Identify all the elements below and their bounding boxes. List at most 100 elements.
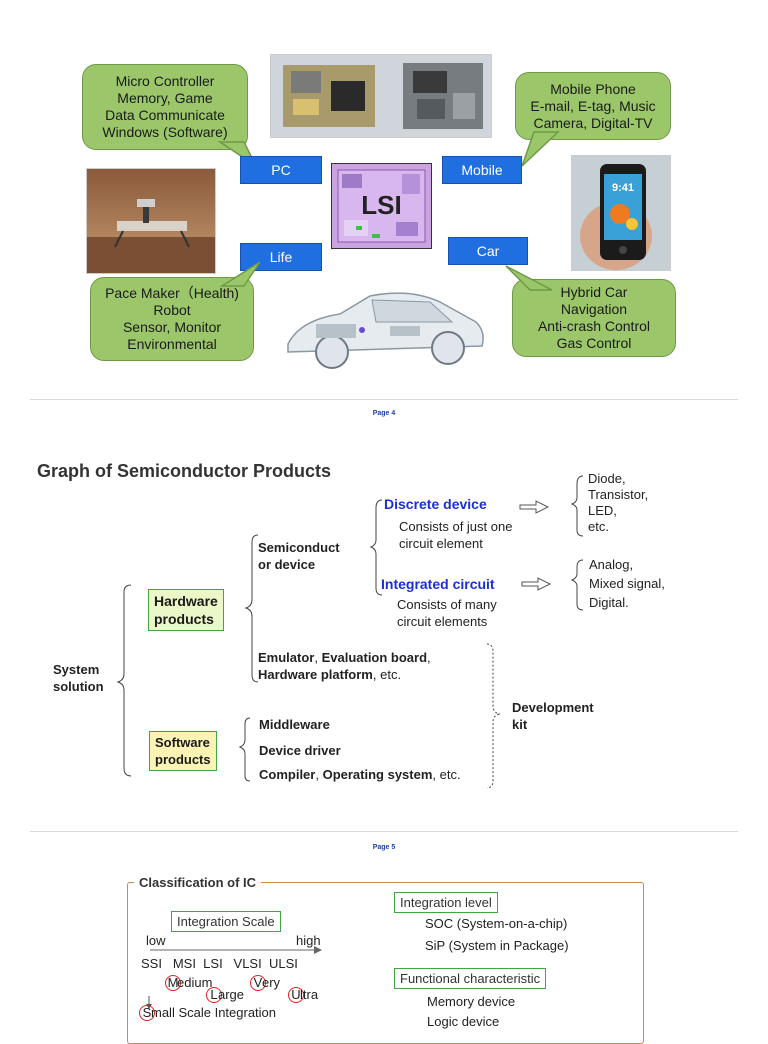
lsi-label: LSI [361, 190, 402, 220]
hardware-products-line: products [154, 611, 214, 627]
discrete-item: Diode, [588, 471, 626, 486]
development-kit-label: Development kit [512, 699, 594, 733]
hardware-tools-line: Hardware platform, etc. [258, 666, 431, 683]
development-kit-line: Development [512, 700, 594, 715]
scale-arrow [150, 946, 322, 954]
pc-tag: PC [240, 156, 322, 184]
life-bubble-tail [219, 261, 261, 287]
mobile-line: Camera, Digital-TV [533, 114, 653, 131]
phone-time: 9:41 [612, 182, 635, 194]
software-products-line: products [155, 752, 211, 767]
integration-level-box: Integration level [394, 892, 498, 913]
memory-device-text: Memory device [427, 994, 516, 1009]
hardware-tools-line: Emulator, Evaluation board, [258, 649, 431, 666]
integrated-description-line: Consists of many [397, 597, 497, 612]
classification-title: Classification of IC [134, 874, 262, 891]
high-label: high [296, 933, 321, 948]
sip-text: SiP (System in Package) [425, 938, 569, 953]
medium-rest: edium [177, 975, 213, 990]
divider [30, 831, 738, 832]
discrete-item: etc. [588, 519, 609, 534]
life-line: Sensor, Monitor [122, 319, 222, 335]
mobile-line: Mobile Phone [550, 80, 636, 97]
discrete-item: LED, [588, 503, 617, 518]
discrete-item: Transistor, [588, 487, 649, 502]
very-word: Very [250, 974, 280, 991]
ultra-word: Ultra [288, 986, 318, 1003]
etc-text: , etc. [372, 667, 402, 682]
integrated-item: Analog, [589, 557, 634, 572]
ultra-circled-letter: U [288, 987, 304, 1003]
comma-text: , [427, 650, 431, 665]
software-tools-line: Compiler, Operating system, etc. [259, 766, 461, 783]
medium-word: Medium [165, 974, 212, 991]
emulator-text: Emulator [258, 650, 315, 665]
evaluation-board-text: Evaluation board [321, 650, 428, 665]
small-circled-letter: S [139, 1005, 155, 1021]
hardware-platform-text: Hardware platform [258, 667, 373, 682]
scale-ulsi: ULSI [268, 956, 298, 971]
mars-lander-image [87, 169, 215, 273]
large-word: Large [206, 986, 244, 1003]
semiconductor-device-line: Semiconduct [258, 540, 340, 555]
life-tag: Life [240, 243, 322, 271]
integrated-items: Analog, Mixed signal, Digital. [589, 555, 665, 612]
divider [30, 399, 738, 400]
pc-line: Micro Controller [115, 73, 215, 89]
integrated-circuit-label: Integrated circuit [381, 576, 495, 592]
discrete-description: Consists of just one circuit element [399, 518, 512, 552]
discrete-items: Diode, Transistor, LED, etc. [588, 471, 648, 535]
system-solution-label: System solution [53, 661, 104, 695]
discrete-device-label: Discrete device [384, 496, 487, 512]
system-solution-line: System [53, 662, 100, 677]
mobile-line: E-mail, E-tag, Music [530, 97, 656, 114]
hardware-tools: Emulator, Evaluation board, Hardware pla… [258, 649, 431, 683]
software-products-line: Software [155, 735, 210, 750]
pc-line: Windows (Software) [102, 124, 228, 140]
very-rest: ery [262, 975, 281, 990]
device-driver-text: Device driver [259, 743, 341, 758]
car-line: Hybrid Car [560, 284, 628, 300]
car-image [287, 292, 484, 369]
scale-msi: MSI [172, 956, 196, 971]
car-line: Gas Control [556, 335, 632, 351]
hardware-products-box: Hardware products [148, 589, 224, 631]
etc-text: , etc. [432, 767, 461, 782]
life-bubble: Pace Maker（Health) Robot Sensor, Monitor… [90, 277, 254, 361]
car-bubble-tail [505, 265, 553, 291]
integrated-description-line: circuit elements [397, 614, 488, 629]
hardware-products-line: Hardware [154, 593, 218, 609]
integrated-description: Consists of many circuit elements [397, 596, 497, 630]
car-bubble: Hybrid Car Navigation Anti-crash Control… [512, 279, 676, 357]
large-rest: arge [218, 987, 245, 1002]
functional-characteristic-box: Functional characteristic [394, 968, 547, 989]
integrated-item: Mixed signal, [589, 576, 665, 591]
separator-text: , [314, 650, 322, 665]
lsi-chip: LSI [331, 163, 432, 249]
car-line: Navigation [560, 301, 628, 317]
small-rest: mall Scale Integration [151, 1005, 277, 1020]
page-number: Page 5 [372, 844, 396, 851]
separator-text: , [315, 767, 323, 782]
development-kit-line: kit [512, 717, 528, 732]
integrated-item: Digital. [589, 595, 629, 610]
scale-row: SSI MSI LSI VLSI ULSI [141, 955, 298, 972]
scale-ssi: SSI [141, 956, 162, 971]
life-line: Robot [153, 302, 191, 318]
discrete-description-line: circuit element [399, 536, 483, 551]
pc-line: Data Communicate [105, 107, 225, 123]
slide-title: Graph of Semiconductor Products [37, 461, 332, 481]
middleware-text: Middleware [259, 717, 330, 732]
scale-vlsi: VLSI [233, 956, 262, 971]
mobile-bubble: Mobile Phone E-mail, E-tag, Music Camera… [515, 72, 671, 140]
car-photo [280, 282, 490, 378]
logic-device-text: Logic device [427, 1014, 500, 1029]
page-number: Page 4 [372, 410, 396, 417]
scale-lsi: LSI [203, 956, 223, 971]
mars-lander-photo [86, 168, 216, 274]
soc-text: SOC (System-on-a-chip) [425, 916, 568, 931]
mobile-tag: Mobile [442, 156, 522, 184]
circuit-board-image [271, 55, 491, 137]
semiconductor-device-line: or device [258, 557, 316, 572]
mobile-bubble-tail [521, 131, 560, 167]
